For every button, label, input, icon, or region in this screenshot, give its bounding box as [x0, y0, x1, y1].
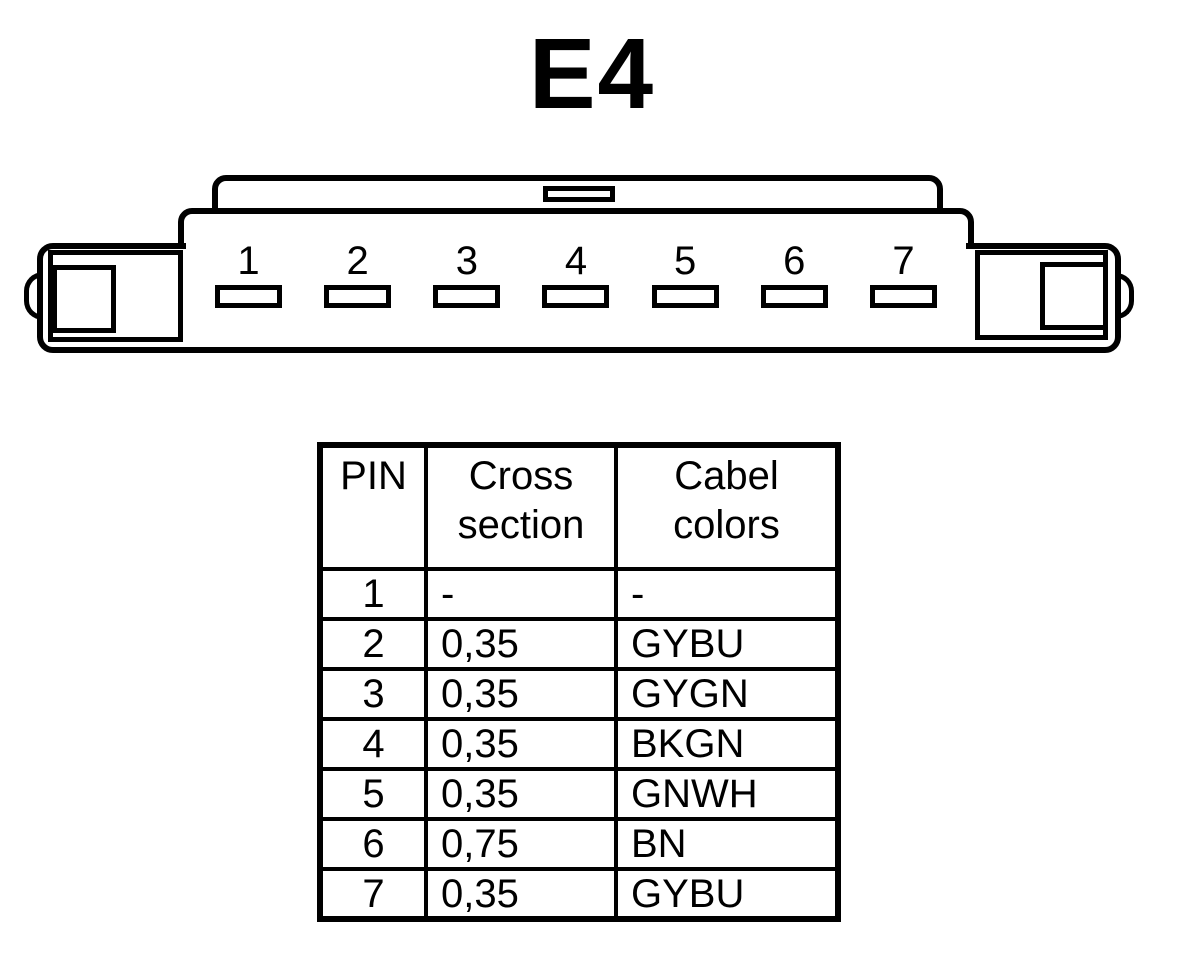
pin-label: 7	[892, 239, 915, 283]
left-ear-pocket	[48, 250, 183, 342]
pin-slot	[433, 285, 501, 308]
left-ear-square	[52, 265, 116, 333]
pin-2: 2	[324, 239, 392, 312]
pin-1: 1	[215, 240, 282, 312]
cell-color: -	[614, 567, 840, 621]
pin-7: 7	[869, 239, 937, 312]
header-cross: Cross section	[424, 443, 618, 571]
pin-label: 2	[346, 239, 369, 283]
table-row: 7 0,35 GYBU	[318, 867, 840, 921]
cell-color: GYBU	[614, 617, 840, 671]
table-row: 1 - -	[318, 567, 840, 621]
table-row: 6 0,75 BN	[318, 817, 840, 871]
cell-cross: 0,35	[424, 617, 618, 671]
pin-strip: 1 2 3 4 5 6 7	[215, 240, 937, 312]
cell-pin: 2	[318, 617, 428, 671]
cell-color: GYBU	[614, 867, 840, 921]
table-row: 4 0,35 BKGN	[318, 717, 840, 771]
cell-cross: 0,35	[424, 867, 618, 921]
cell-color: GNWH	[614, 767, 840, 821]
cell-cross: -	[424, 567, 618, 621]
right-ear-square	[1040, 262, 1108, 330]
cell-cross: 0,35	[424, 667, 618, 721]
table-row: 5 0,35 GNWH	[318, 767, 840, 821]
pinout-table: PIN Cross section Cabel colors 1 - - 2 0…	[317, 442, 841, 922]
pin-slot	[324, 285, 392, 308]
pin-3: 3	[433, 239, 501, 312]
cell-pin: 6	[318, 817, 428, 871]
pin-slot	[542, 285, 610, 308]
connector-body-joint	[186, 243, 966, 250]
connector-title: E4	[528, 18, 656, 130]
header-pin: PIN	[318, 443, 428, 571]
header-color: Cabel colors	[614, 443, 840, 571]
cell-cross: 0,75	[424, 817, 618, 871]
pin-6: 6	[760, 239, 828, 312]
cell-pin: 3	[318, 667, 428, 721]
pin-slot	[215, 285, 282, 308]
cell-pin: 1	[318, 567, 428, 621]
pin-slot	[651, 285, 719, 308]
cell-cross: 0,35	[424, 717, 618, 771]
cell-pin: 7	[318, 867, 428, 921]
table-row: 2 0,35 GYBU	[318, 617, 840, 671]
cell-cross: 0,35	[424, 767, 618, 821]
pin-slot	[869, 285, 937, 308]
cell-pin: 4	[318, 717, 428, 771]
pin-4: 4	[542, 239, 610, 312]
pin-slot	[760, 285, 828, 308]
table-header-row: PIN Cross section Cabel colors	[318, 443, 840, 571]
pin-label: 3	[455, 239, 478, 283]
cell-pin: 5	[318, 767, 428, 821]
table-row: 3 0,35 GYGN	[318, 667, 840, 721]
connector-latch	[543, 186, 615, 202]
cell-color: BN	[614, 817, 840, 871]
cell-color: BKGN	[614, 717, 840, 771]
pin-5: 5	[651, 239, 719, 312]
pin-label: 1	[237, 239, 260, 283]
pin-label: 4	[564, 239, 588, 283]
pin-label: 5	[674, 239, 697, 283]
cell-color: GYGN	[614, 667, 840, 721]
pin-label: 6	[783, 239, 806, 283]
